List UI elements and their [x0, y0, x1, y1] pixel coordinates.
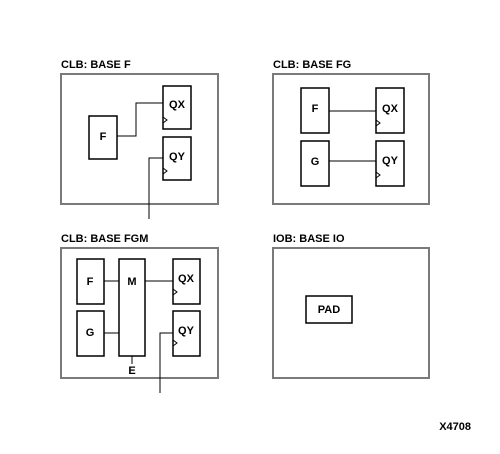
qy-input-wire: [159, 332, 173, 393]
qx-register: [162, 85, 192, 130]
m-mux-label: M: [127, 276, 136, 288]
panel-title-base-f: CLB: BASE F: [61, 59, 131, 71]
f-block-label: F: [87, 276, 94, 288]
m-mux-block: [118, 258, 146, 357]
e-enable-label: E: [128, 365, 135, 377]
qx-clock-marker: [172, 288, 178, 296]
panel-frame-base-fgm: [60, 247, 219, 379]
qx-clock-marker: [162, 116, 168, 124]
figure-id: X4708: [439, 421, 471, 433]
panel-title-base-fg: CLB: BASE FG: [273, 59, 351, 71]
panel-frame-base-io: [272, 247, 430, 379]
f-block-label: F: [100, 131, 107, 143]
qy-input-wire: [148, 157, 163, 219]
panel-frame-base-f: [60, 73, 219, 205]
g-block-label: G: [86, 327, 95, 339]
qy-clock-marker: [375, 171, 381, 179]
qy-clock-marker: [172, 339, 178, 347]
qx-register-label: QX: [169, 99, 186, 111]
qx-clock-marker: [375, 119, 381, 127]
g-block: [300, 140, 330, 187]
qx-register-label: QX: [382, 103, 399, 115]
qy-register-label: QY: [169, 151, 186, 163]
panel-frame-base-fg: [272, 73, 430, 205]
qy-register-label: QY: [382, 155, 399, 167]
qx-register-label: QX: [178, 273, 195, 285]
pad-block: [305, 295, 353, 324]
panel-title-base-io: IOB: BASE IO: [273, 233, 345, 245]
qy-register-label: QY: [178, 325, 195, 337]
panel-base-io: IOB: BASE IO PAD: [272, 233, 430, 379]
panel-base-fgm: CLB: BASE FGM F G M E QX QY: [60, 233, 219, 393]
pad-label: PAD: [318, 304, 340, 316]
g-block-label: G: [311, 156, 320, 168]
qy-clock-marker: [162, 167, 168, 175]
panel-base-f: CLB: BASE F F QX QY: [60, 59, 219, 219]
f-block-label: F: [312, 103, 319, 115]
qy-register: [375, 140, 405, 187]
panel-base-fg: CLB: BASE FG F G QX QY: [272, 59, 430, 205]
f-to-qx-wire: [117, 102, 163, 137]
panel-title-base-fgm: CLB: BASE FGM: [61, 233, 148, 245]
f-block: [88, 115, 118, 160]
